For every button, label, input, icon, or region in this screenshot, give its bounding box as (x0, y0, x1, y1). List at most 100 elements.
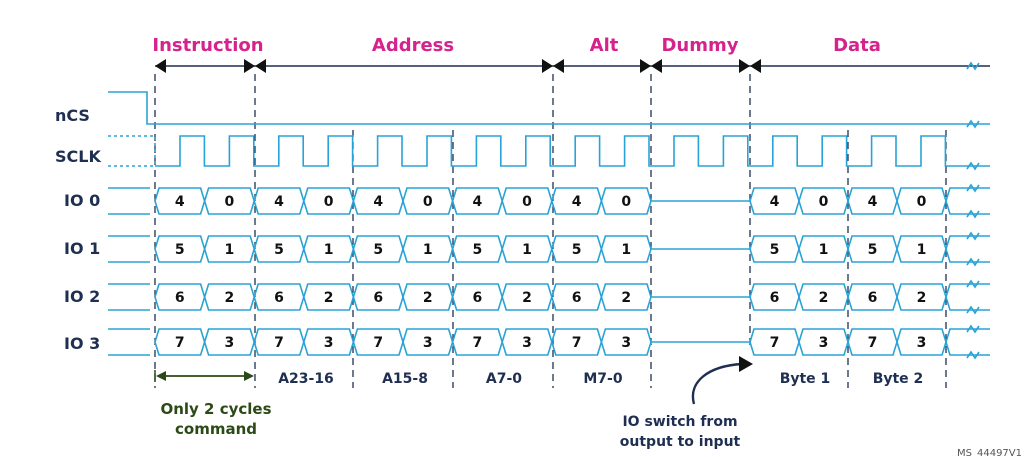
sclk-break-icon (966, 161, 980, 171)
arrowhead-dummy-start (651, 59, 662, 73)
sclk-idle-segment (108, 135, 156, 166)
bus-bit-label: 7 (175, 335, 185, 351)
sclk-clock-line (155, 135, 990, 167)
signal-label-sclk: SCLK (55, 147, 101, 166)
bus-break-icon (966, 350, 980, 360)
sclk-waveform (108, 135, 990, 171)
bus-bit-label: 2 (819, 290, 829, 306)
segment-label-byte1: Byte 1 (780, 371, 831, 387)
arrowhead-dummy-end (739, 59, 750, 73)
bus-bit-label: 7 (274, 335, 284, 351)
io-switch-curved-arrow (691, 362, 743, 405)
bus-break-icon (966, 305, 980, 315)
bus-io3: 7 3 7 3 7 3 7 3 7 3 7 3 7 3 (108, 324, 990, 360)
arrowhead-alt-end (640, 59, 651, 73)
bus-bit-label: 6 (473, 290, 483, 306)
bus-continuation-lines (945, 235, 990, 263)
signal-label-io1: IO 1 (64, 239, 100, 258)
bus-bit-label: 7 (572, 335, 582, 351)
bus-bit-label: 1 (423, 242, 433, 258)
note-command: command (175, 420, 257, 438)
bus-bit-label: 3 (225, 335, 235, 351)
bus-idle-lines (108, 283, 150, 311)
bus-bit-label: 5 (868, 242, 878, 258)
bus-bit-label: 1 (819, 242, 829, 258)
bus-bit-label: 7 (770, 335, 780, 351)
bus-bit-label: 1 (621, 242, 631, 258)
phase-label-instruction: Instruction (152, 35, 263, 56)
signal-label-io3: IO 3 (64, 334, 100, 353)
note-io-switch-line1: IO switch from (622, 414, 737, 430)
bus-bit-label: 1 (522, 242, 532, 258)
bus-bit-label: 3 (917, 335, 927, 351)
phase-label-dummy: Dummy (661, 35, 738, 56)
bus-bit-label: 3 (621, 335, 631, 351)
bus-bit-label: 3 (522, 335, 532, 351)
bus-bit-label: 3 (324, 335, 334, 351)
segment-label-byte2: Byte 2 (873, 371, 924, 387)
bus-bit-label: 1 (917, 242, 927, 258)
signal-label-io2: IO 2 (64, 287, 100, 306)
bus-bit-label: 2 (225, 290, 235, 306)
bus-bit-label: 0 (621, 194, 631, 210)
bus-bit-label: 0 (917, 194, 927, 210)
bus-idle-lines (108, 328, 150, 356)
bus-bit-label: 2 (423, 290, 433, 306)
arrowhead-address-start (255, 59, 266, 73)
arrowhead-data-start (750, 59, 761, 73)
segment-label-a15-8: A15-8 (382, 371, 428, 387)
bus-bit-label: 0 (423, 194, 433, 210)
bus-bit-label: 6 (770, 290, 780, 306)
bus-bit-label: 4 (473, 194, 483, 210)
ncs-waveform (108, 91, 990, 125)
command-span-arrowhead-left (156, 371, 166, 381)
bus-bit-label: 3 (819, 335, 829, 351)
bus-bit-label: 6 (175, 290, 185, 306)
bus-break-icon (966, 279, 980, 289)
bus-break-icon (966, 231, 980, 241)
bus-idle-lines (108, 187, 150, 215)
phase-boundaries (154, 74, 947, 388)
bus-bit-label: 5 (770, 242, 780, 258)
signal-label-ncs: nCS (55, 106, 90, 125)
phase-label-data: Data (833, 35, 881, 56)
bus-bit-label: 2 (621, 290, 631, 306)
bus-continuation-lines (945, 328, 990, 356)
bus-break-icon (966, 209, 980, 219)
bus-bit-label: 6 (868, 290, 878, 306)
bus-bit-label: 4 (373, 194, 383, 210)
bus-bit-label: 3 (423, 335, 433, 351)
arrowhead-address-end (542, 59, 553, 73)
bus-break-icon (966, 183, 980, 193)
bus-bit-label: 0 (225, 194, 235, 210)
bus-bit-label: 7 (473, 335, 483, 351)
signal-label-io0: IO 0 (64, 191, 100, 210)
phase-arrowheads (155, 59, 761, 73)
phase-line-break-icon (966, 61, 980, 71)
bus-bit-label: 6 (274, 290, 284, 306)
bus-bit-label: 4 (274, 194, 284, 210)
bus-bit-label: 0 (522, 194, 532, 210)
bus-bit-label: 4 (175, 194, 185, 210)
segment-label-a23-16: A23-16 (278, 371, 334, 387)
ncs-break-icon (966, 119, 980, 129)
bus-bit-label: 6 (572, 290, 582, 306)
segment-label-m7-0: M7-0 (583, 371, 622, 387)
bus-bit-label: 5 (274, 242, 284, 258)
io-switch-arrowhead (739, 356, 753, 372)
bus-idle-lines (108, 235, 150, 263)
note-io-switch-line2: output to input (620, 434, 741, 450)
bus-bit-label: 6 (373, 290, 383, 306)
bus-bit-label: 7 (868, 335, 878, 351)
bus-bit-label: 1 (225, 242, 235, 258)
bus-break-icon (966, 257, 980, 267)
bus-bit-label: 0 (324, 194, 334, 210)
command-span-arrowhead-right (244, 371, 254, 381)
bus-bit-label: 0 (819, 194, 829, 210)
arrowhead-instruction-end (244, 59, 255, 73)
bus-bit-label: 7 (373, 335, 383, 351)
